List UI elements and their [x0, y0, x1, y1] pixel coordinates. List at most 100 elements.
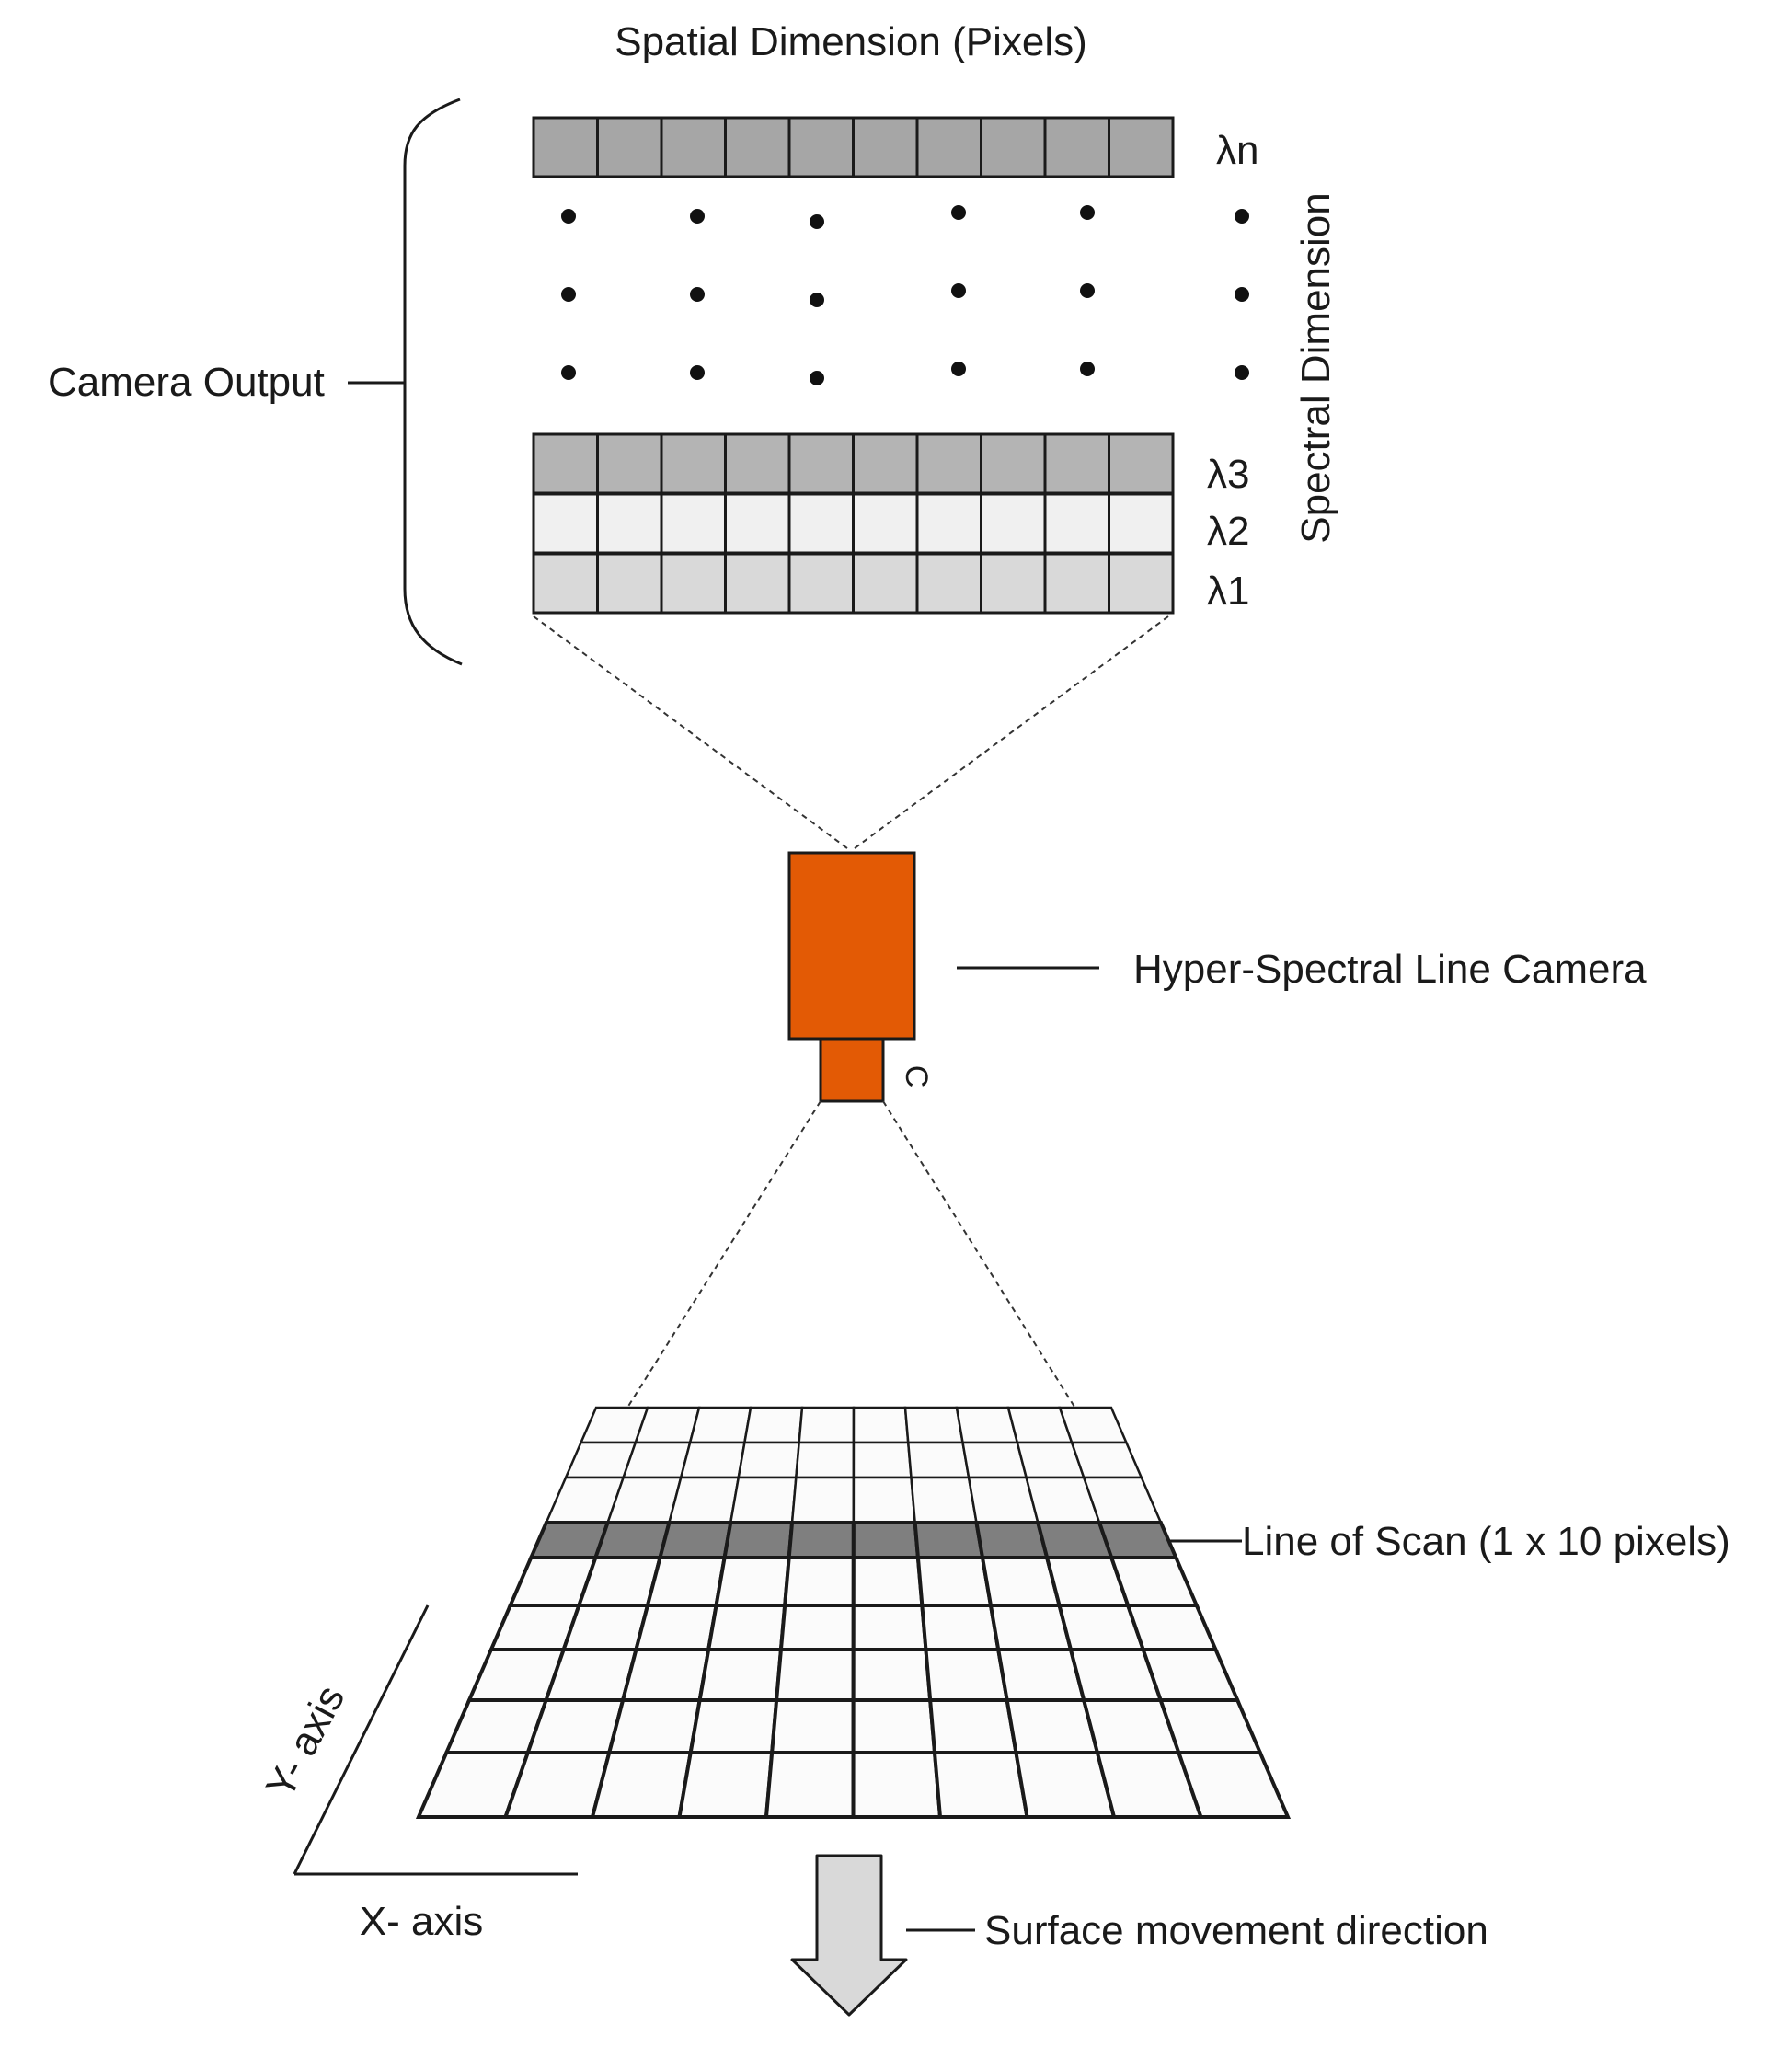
band-pixel: [660, 492, 727, 555]
surface-cell: [915, 1556, 994, 1607]
ellipsis-dot: [810, 293, 824, 307]
surface-cell: [667, 1476, 741, 1524]
ellipsis-dot: [1080, 205, 1095, 220]
surface-cell: [1058, 1406, 1129, 1444]
band-pixel: [980, 116, 1047, 178]
ellipsis-dot: [951, 362, 966, 376]
surface-cell: [645, 1556, 727, 1607]
band-pixel: [915, 492, 982, 555]
band-pixel: [1108, 552, 1175, 615]
band-pixel: [724, 432, 791, 495]
surface-cell: [851, 1604, 928, 1651]
surface-cell: [677, 1751, 775, 1819]
surface-cell: [620, 1648, 711, 1702]
band-pixel: [1108, 492, 1175, 555]
band-pixel: [980, 492, 1047, 555]
ellipsis-dot: [561, 287, 576, 302]
band-pixel: [1043, 552, 1110, 615]
ellipsis-dot: [951, 283, 966, 298]
surface-cell: [988, 1604, 1074, 1651]
band-label-2: λ2: [1207, 509, 1249, 554]
camera-output-brace: [403, 98, 463, 666]
scan-line-pixel: [1097, 1521, 1179, 1559]
projection-line-right: [850, 615, 1169, 852]
scan-line-pixel: [913, 1521, 985, 1559]
surface-cell: [688, 1698, 779, 1754]
surface-cell: [1109, 1556, 1200, 1607]
band-pixel: [596, 116, 663, 178]
surface-cell: [852, 1441, 913, 1479]
band-pixel: [980, 432, 1047, 495]
scan-line-pixel: [722, 1521, 795, 1559]
ellipsis-dots: [561, 205, 1249, 385]
surface-cell: [524, 1698, 626, 1754]
band-label-n: λn: [1216, 128, 1258, 173]
camera-body-icon: [787, 851, 916, 1103]
lens-mark-label: C: [899, 1065, 934, 1088]
band-pixel: [596, 432, 663, 495]
ellipsis-dot: [690, 287, 705, 302]
line-of-scan-label: Line of Scan (1 x 10 pixels): [1242, 1519, 1730, 1564]
surface-cell: [927, 1698, 1018, 1754]
surface-cell: [852, 1476, 917, 1524]
ellipsis-dot: [561, 365, 576, 380]
camera-body: [787, 851, 916, 1041]
surface-cell: [706, 1604, 787, 1651]
surface-cell: [961, 1441, 1028, 1479]
scan-line-pixel: [592, 1521, 672, 1559]
surface-cell: [903, 1406, 965, 1444]
surface-cell: [729, 1476, 798, 1524]
surface-cell: [852, 1406, 910, 1444]
scan-line-pixel: [657, 1521, 733, 1559]
x-axis-label: X- axis: [360, 1899, 483, 1944]
spatial-dimension-label: Spatial Dimension (Pixels): [615, 19, 1087, 64]
surface-cell: [737, 1441, 801, 1479]
band-pixel: [532, 116, 599, 178]
band-pixel: [660, 432, 727, 495]
surface-cell: [920, 1604, 1001, 1651]
band-pixel: [1108, 432, 1175, 495]
surface-cell: [790, 1476, 856, 1524]
band-pixel: [596, 552, 663, 615]
band-pixel: [915, 116, 982, 178]
surface-cell: [782, 1556, 856, 1607]
surface-cell: [621, 1441, 692, 1479]
band-pixel: [1043, 116, 1110, 178]
band-pixel: [787, 552, 855, 615]
surface-cell: [798, 1406, 856, 1444]
ellipsis-dot: [810, 371, 824, 385]
surface-cell: [633, 1604, 718, 1651]
ellipsis-dot: [1235, 365, 1249, 380]
surface-cell: [851, 1648, 933, 1702]
surface-cell: [851, 1556, 925, 1607]
surface-cell: [764, 1751, 856, 1819]
scanned-surface-grid: [415, 1406, 1292, 1819]
surface-cell: [688, 1406, 752, 1444]
surface-cell: [932, 1751, 1029, 1819]
ellipsis-dot: [561, 209, 576, 224]
surface-cell: [1005, 1698, 1100, 1754]
surface-cell: [697, 1648, 784, 1702]
movement-label: Surface movement direction: [984, 1908, 1488, 1953]
band-pixel: [532, 492, 599, 555]
spectral-band-rows: [532, 116, 1175, 615]
band-pixel: [915, 552, 982, 615]
ellipsis-dot: [1080, 362, 1095, 376]
scan-line-pixel: [851, 1521, 921, 1559]
band-pixel: [724, 116, 791, 178]
surface-cell: [1157, 1698, 1263, 1754]
scan-line-pixel: [787, 1521, 856, 1559]
surface-cell: [910, 1476, 978, 1524]
band-pixel: [787, 492, 855, 555]
projection-line-left: [533, 615, 852, 852]
ellipsis-dot: [810, 214, 824, 229]
band-pixel: [724, 492, 791, 555]
band-label-1: λ1: [1207, 569, 1249, 614]
surface-cell: [543, 1648, 639, 1702]
band-pixel: [852, 432, 919, 495]
band-pixel: [596, 492, 663, 555]
band-pixel: [1043, 432, 1110, 495]
y-axis-line: [293, 1604, 430, 1875]
surface-cell: [590, 1751, 694, 1819]
